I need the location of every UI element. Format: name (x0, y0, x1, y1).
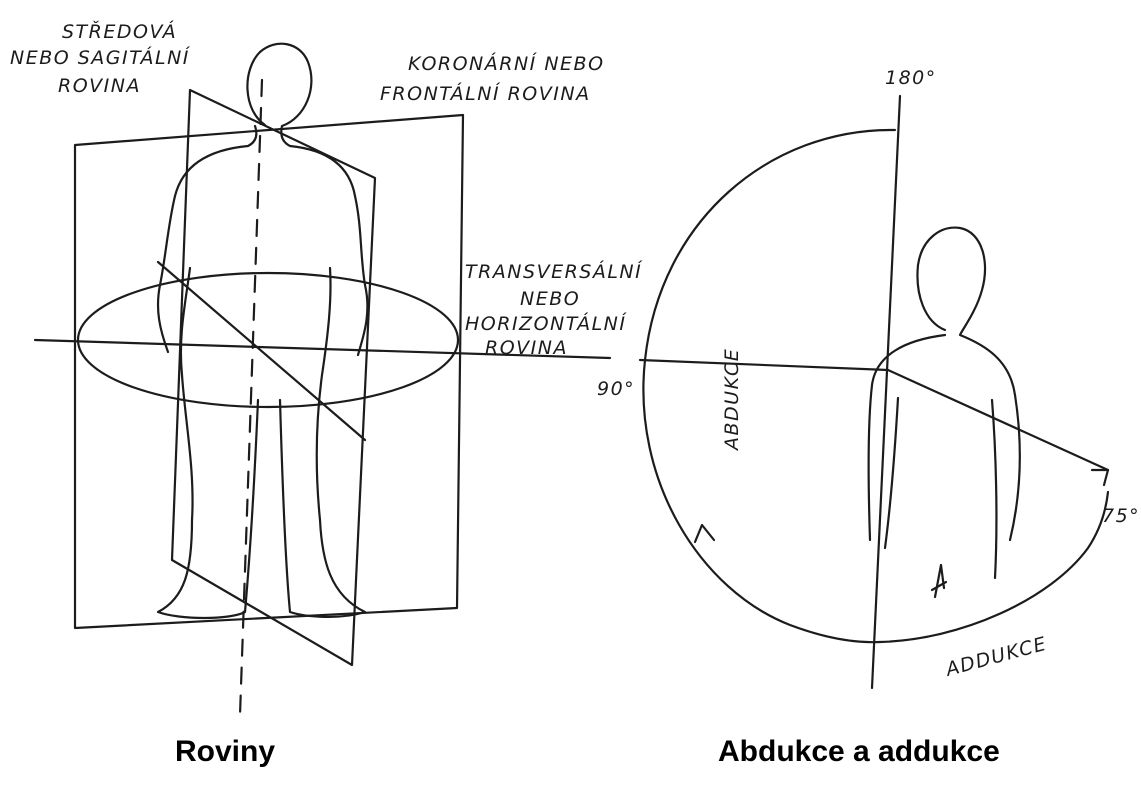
transverse-plane (78, 273, 458, 407)
angle-90-label: 90° (597, 378, 635, 400)
planes-figure: STŘEDOVÁ NEBO SAGITÁLNÍ ROVINA KORONÁRNÍ… (10, 20, 643, 715)
abduction-caption: Abdukce a addukce (718, 735, 1000, 769)
transverse-label-line-2: NEBO (520, 288, 580, 310)
abduction-arc (643, 130, 895, 642)
transverse-label-line-1: TRANSVERSÁLNÍ (465, 260, 643, 283)
abduction-label: ABDUKCE (721, 348, 743, 452)
adduction-arc (880, 492, 1108, 642)
arm-line-left (885, 398, 898, 548)
sagittal-label-line-2: NEBO SAGITÁLNÍ (10, 46, 191, 69)
coronal-label-line-2: FRONTÁLNÍ ROVINA (380, 82, 591, 105)
adduction-label: ADDUKCE (942, 633, 1050, 682)
sagittal-label-line-3: ROVINA (58, 75, 141, 97)
arrow-head-75 (1092, 470, 1108, 485)
coronal-plane (75, 115, 463, 628)
angle-180-label: 180° (885, 67, 937, 89)
angle-75-label: 75° (1102, 505, 1140, 527)
sagittal-plane (172, 90, 375, 665)
transverse-label-line-4: ROVINA (485, 337, 568, 359)
abduction-figure: 180° 90° 75° ABDUKCE ADDUKCE (597, 67, 1140, 688)
sagittal-plane-diagonal (158, 262, 365, 440)
transverse-label-line-3: HORIZONTÁLNÍ (465, 312, 627, 335)
abduction-arrow-head (695, 525, 714, 542)
coronal-label-line-1: KORONÁRNÍ NEBO (408, 52, 605, 75)
planes-caption: Roviny (175, 735, 275, 769)
arm-line-right (992, 400, 996, 578)
hand-mark (932, 565, 946, 597)
arm-line-75 (888, 370, 1108, 470)
horizontal-reference-line (640, 360, 888, 370)
sagittal-label-line-1: STŘEDOVÁ (62, 20, 177, 43)
vertical-axis (872, 96, 900, 688)
